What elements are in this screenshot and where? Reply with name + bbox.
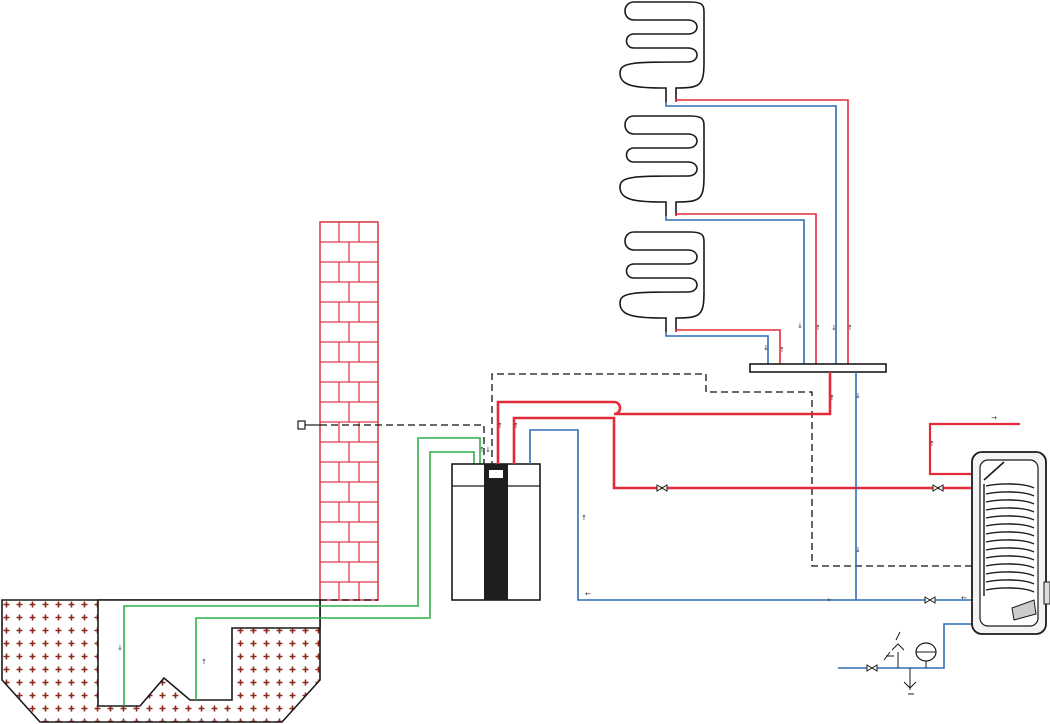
manifold-icon bbox=[749, 363, 887, 373]
safety-valve-icon bbox=[883, 631, 917, 695]
flow-arrow-icon: ← bbox=[961, 594, 967, 602]
flow-arrow-icon: ↑ bbox=[513, 422, 519, 430]
flow-arrows: ↓↑↓↑↓↑↓↓↑↑↑↑↓↑↓↑↑→←←← bbox=[117, 322, 997, 666]
flow-arrow-icon: ↓ bbox=[797, 322, 803, 330]
floor-heating-loop-3 bbox=[619, 231, 705, 332]
flow-arrow-icon: → bbox=[991, 414, 997, 422]
flow-arrow-icon: ← bbox=[585, 590, 591, 598]
flow-arrow-icon: ↑ bbox=[815, 324, 821, 332]
flow-arrow-icon: ↓ bbox=[117, 644, 123, 652]
flow-arrow-icon: ↓ bbox=[485, 446, 491, 454]
floor-heating-loop-2 bbox=[619, 115, 705, 216]
flow-arrow-icon: ↑ bbox=[847, 324, 853, 332]
expansion-vessel-icon bbox=[915, 642, 937, 668]
flow-arrow-icon: ↑ bbox=[829, 394, 835, 402]
heating-circuit-pipes bbox=[496, 372, 972, 601]
loop-pipes bbox=[665, 99, 849, 364]
flow-arrow-icon: ↑ bbox=[779, 346, 785, 354]
sensor-icon bbox=[297, 420, 320, 430]
valve-icon-2 bbox=[932, 484, 944, 492]
heat-pump-icon bbox=[451, 463, 541, 601]
flow-arrow-icon: ↑ bbox=[929, 440, 935, 448]
control-wiring bbox=[320, 373, 972, 601]
flow-arrow-icon: ↑ bbox=[201, 658, 207, 666]
flow-arrow-icon: ← bbox=[827, 596, 833, 604]
flow-arrow-icon: ↑ bbox=[497, 422, 503, 430]
valve-icon-3 bbox=[924, 596, 936, 604]
flow-arrow-icon: ↓ bbox=[763, 344, 769, 352]
floor-heating-loop-1 bbox=[619, 1, 705, 102]
valve-icon-1 bbox=[656, 484, 668, 492]
flow-arrow-icon: ↑ bbox=[479, 446, 485, 454]
valve-icon-4 bbox=[866, 664, 878, 672]
ground-loop-icon bbox=[1, 599, 321, 723]
flow-arrow-icon: ↓ bbox=[831, 324, 837, 332]
brick-wall-icon bbox=[319, 221, 379, 601]
boiler-tank-icon bbox=[971, 451, 1050, 635]
cold-water-supply bbox=[838, 623, 972, 690]
ground-pipes bbox=[123, 437, 481, 706]
flow-arrow-icon: ↓ bbox=[855, 546, 861, 554]
flow-arrow-icon: ↑ bbox=[581, 514, 587, 522]
flow-arrow-icon: ↓ bbox=[855, 392, 861, 400]
